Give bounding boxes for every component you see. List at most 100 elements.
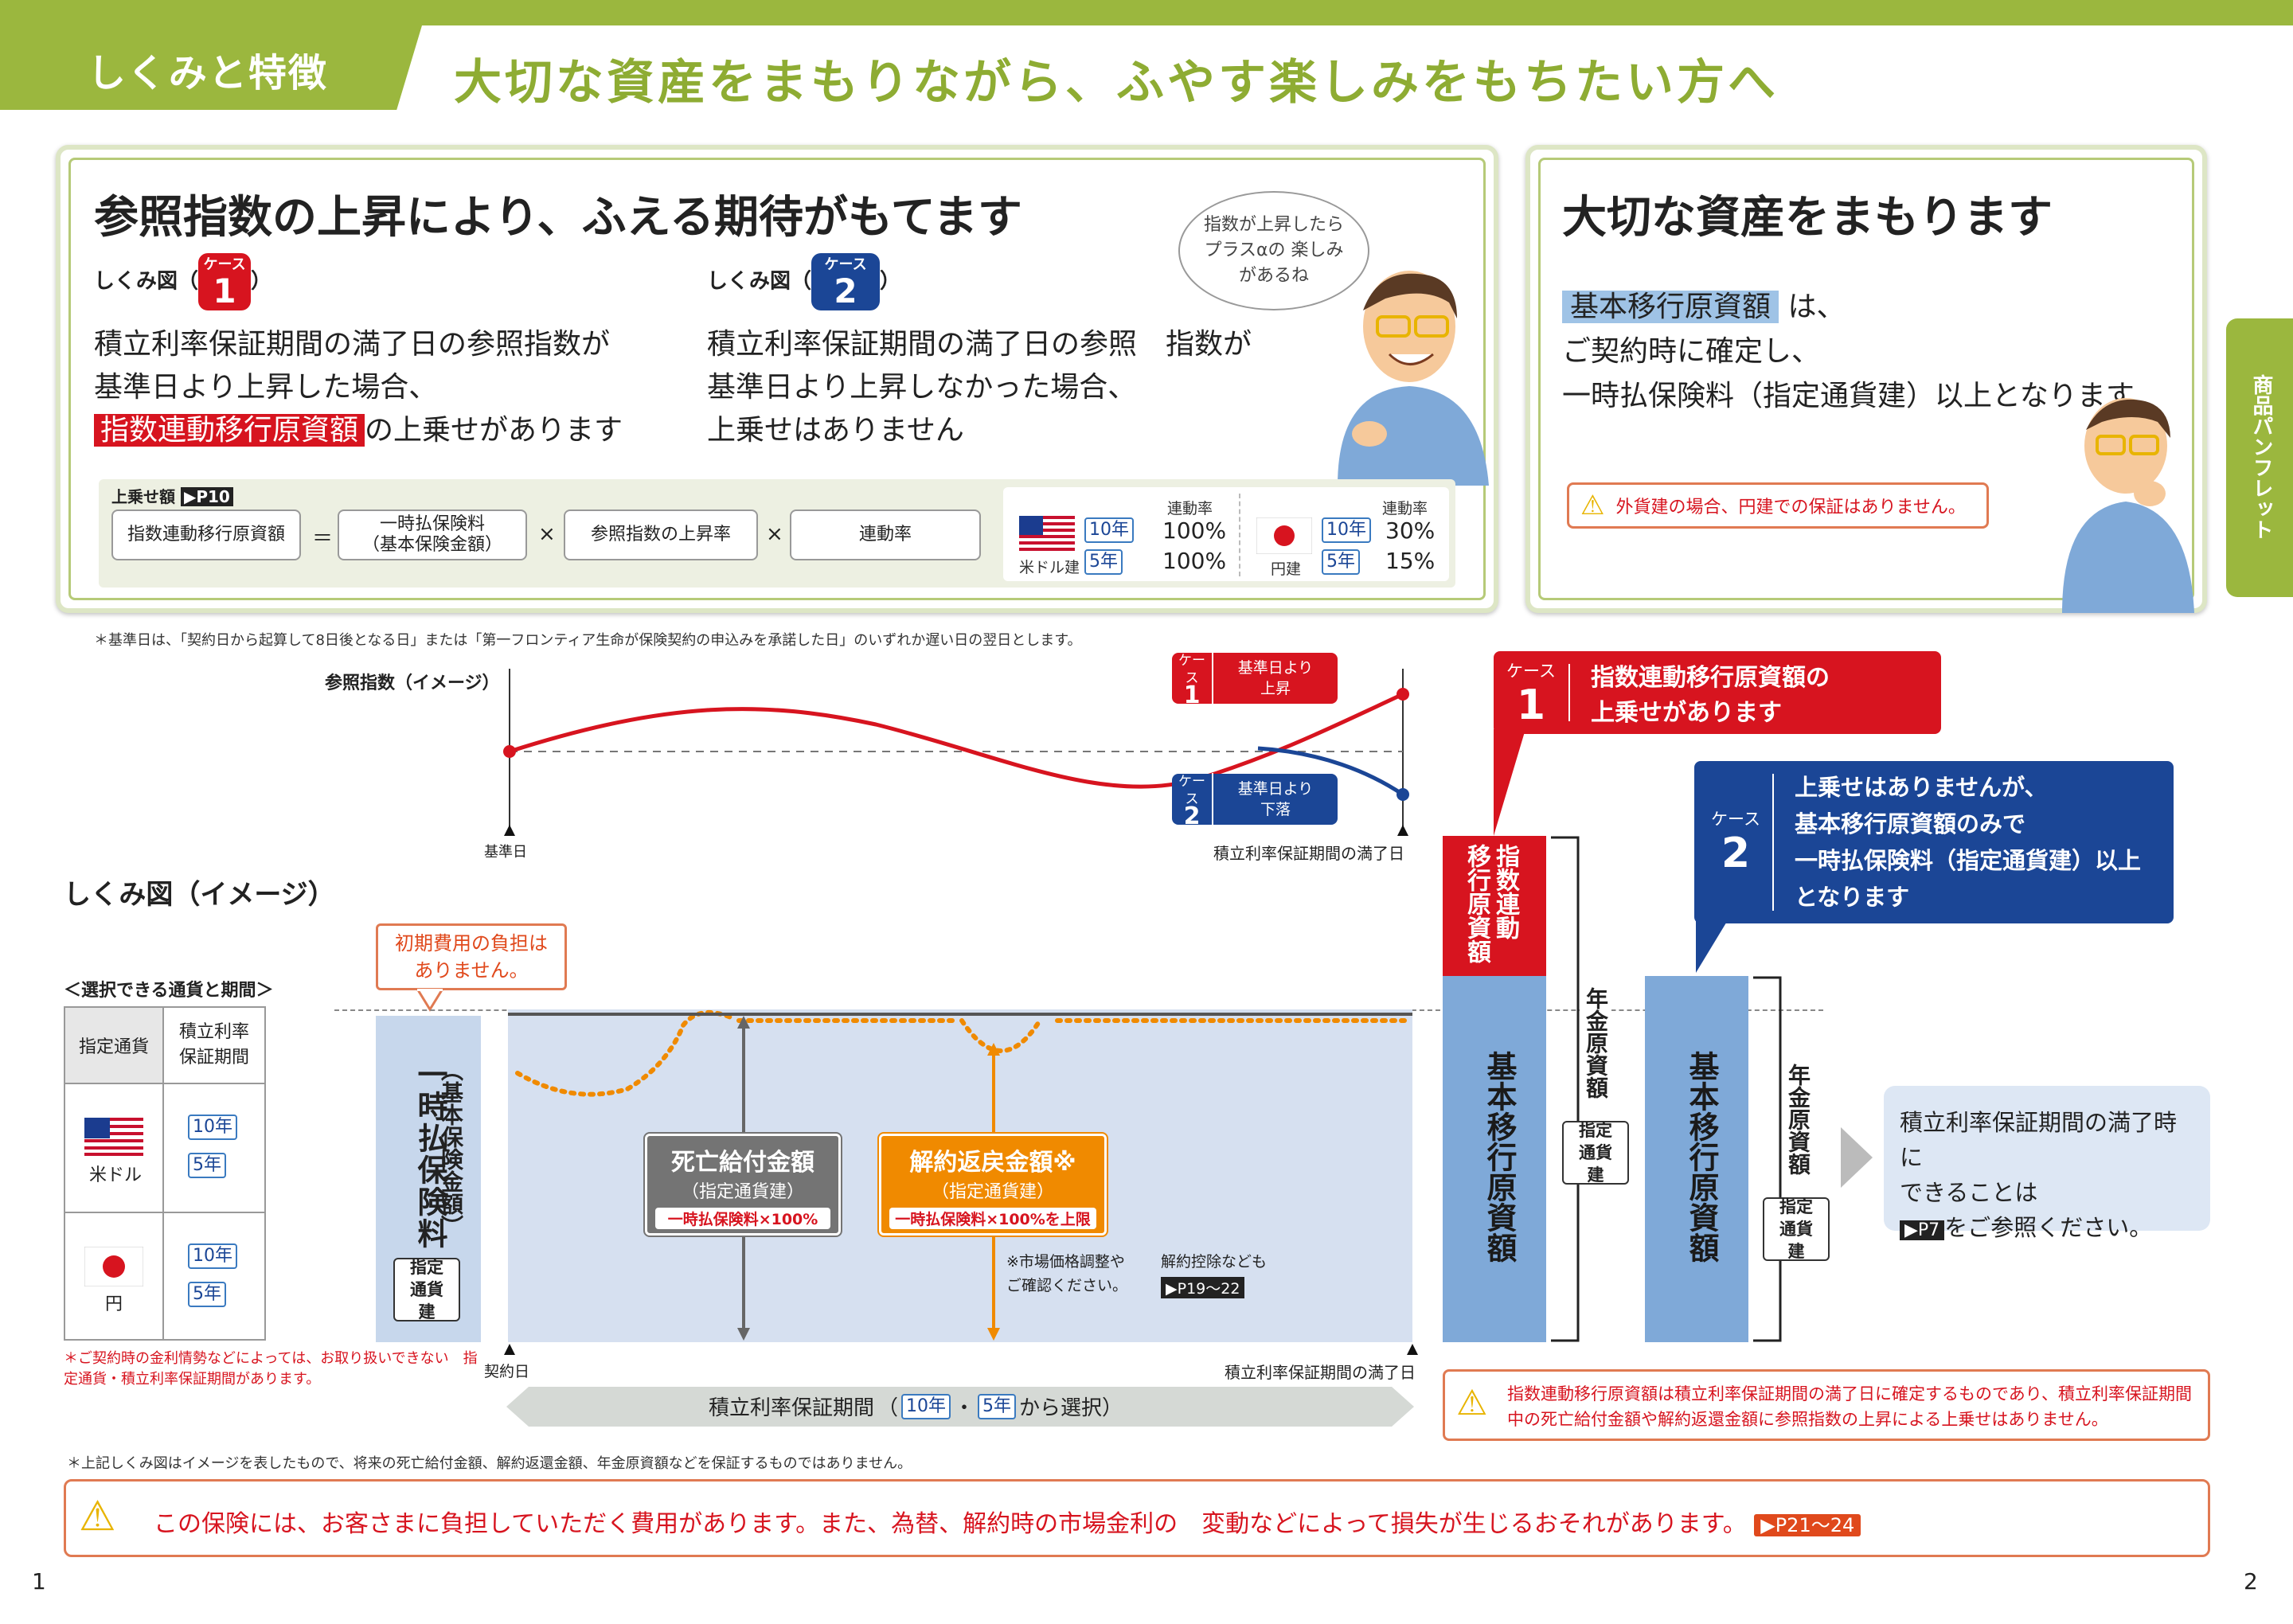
index-chart-ylabel: 参照指数（イメージ） (325, 673, 500, 693)
select-table-note: ＊ご契約時の金利情勢などによっては、お取り扱いできない 指定通貨・積立利率保証期… (64, 1350, 478, 1388)
premium-currency-tag: 指定 通貨建 (393, 1258, 460, 1321)
man-illustration-icon (1338, 271, 1489, 486)
pension-currency-tag-1: 指定 通貨建 (1562, 1121, 1629, 1185)
table-jpy-label: 円 (105, 1294, 123, 1314)
usd-10y: 10年 (1084, 517, 1134, 543)
pension-bracket-1 (1551, 836, 1580, 1342)
cost-warning: ⚠ この保険には、お客さまに負担していただく費用があります。また、為替、解約時の… (64, 1479, 2210, 1557)
case2-text: 積立利率保証期間の満了日の参照 指数が 基準日より上昇しなかった場合、 上乗せは… (707, 328, 1252, 447)
us-flag-icon (1019, 516, 1075, 551)
jpy-5y: 5年 (1322, 549, 1360, 575)
warning-icon: ⚠ (1580, 490, 1605, 521)
japan-flag-icon (84, 1247, 143, 1286)
base-amount-bar-1 (1443, 976, 1546, 1342)
formula-eq: ＝ (312, 527, 334, 551)
page-number-right: 2 (2244, 1568, 2258, 1595)
formula-rate-box: 参照指数の上昇率 (564, 509, 758, 560)
jpy-label: 円建 (1271, 560, 1302, 578)
formula-label: 上乗せ額 ▶P10 (111, 484, 233, 507)
rates-box (1003, 487, 1449, 581)
formula-x1: × (538, 522, 556, 546)
period-label: 積立利率保証期間（10年・5年から選択） (709, 1392, 1123, 1421)
us-flag-icon (84, 1118, 143, 1156)
table-usd-10y: 10年 (188, 1115, 237, 1140)
deduction-note: 解約控除なども (1161, 1253, 1268, 1271)
axis-markers (504, 1344, 1418, 1355)
guarantee-diagram (508, 1010, 1412, 1341)
warning-icon: ⚠ (1456, 1383, 1488, 1423)
pension-label-1: 年金原資額 (1580, 987, 1611, 1099)
base-amount-label-1: 基本移行原資額 (1482, 1051, 1517, 1263)
table-jpy-5y: 5年 (188, 1282, 226, 1307)
case2-pointer (1696, 920, 1728, 973)
formula-x2: × (766, 522, 783, 546)
cost-warning-text: この保険には、お客さまに負担していただく費用があります。また、為替、解約時の市場… (154, 1504, 1861, 1539)
usd-5y: 5年 (1084, 549, 1123, 575)
base-amount-label-2: 基本移行原資額 (1684, 1051, 1719, 1263)
base-amount-bar-2 (1645, 976, 1748, 1342)
select-table-caption: ＜選択できる通貨と期間＞ (64, 981, 274, 1001)
chevron-right-icon (1841, 1127, 1873, 1188)
period-arrow (506, 1387, 1414, 1427)
diagram-title: しくみ図（イメージ） (64, 879, 335, 911)
page-number-left: 1 (32, 1568, 46, 1595)
footnote-disclaimer: ＊上記しくみ図はイメージを表したもので、将来の死亡給付金額、解約返還金額、年金原… (67, 1455, 912, 1472)
axis-start: 契約日 (484, 1363, 530, 1380)
callout-pointer (416, 989, 444, 1012)
surrender-value-box: 解約返戻金額※ （指定通貨建） 一時払保険料×100%を上限 (877, 1132, 1108, 1237)
jpy-10y: 10年 (1322, 517, 1371, 543)
table-usd-5y: 5年 (188, 1153, 226, 1178)
table-usd-label: 米ドル (89, 1165, 143, 1185)
premium-sublabel: （基本保険金額） (438, 1059, 464, 1237)
left-panel-title: 参照指数の上昇により、ふえる期待がもてます (94, 192, 1022, 244)
pension-currency-tag-2: 指定 通貨建 (1763, 1197, 1830, 1261)
usd-10y-rate: 100% (1162, 517, 1227, 544)
index-chart-end: 積立利率保証期間の満了日 (1213, 844, 1404, 863)
axis-end: 積立利率保証期間の満了日 (1225, 1363, 1416, 1382)
pension-label-2: 年金原資額 (1782, 1064, 1814, 1175)
initial-cost-note: 初期費用の負担は ありません。 (376, 923, 567, 990)
case1-pointer (1494, 729, 1525, 836)
speech-bubble: 指数が上昇したら プラスαの 楽しみがあるね (1178, 191, 1369, 310)
usd-5y-rate: 100% (1162, 548, 1227, 574)
index-chart-start: 基準日 (484, 844, 527, 861)
market-adjust-note: ※市場価格調整や ご確認ください。 (1006, 1253, 1128, 1294)
case2-line (1257, 746, 1404, 797)
page-headline: 大切な資産をまもりながら、ふやす楽しみをもちたい方へ (454, 55, 1779, 111)
death-benefit-box: 死亡給付金額 （指定通貨建） 一時払保険料×100% (643, 1132, 842, 1237)
premium-label: 一時払保険料 (412, 1059, 447, 1250)
formula-link-box: 連動率 (790, 509, 981, 560)
index-linked-bar (1443, 836, 1546, 976)
section-tab-label: しくみと特徴 (88, 51, 328, 96)
jpy-10y-rate: 30% (1385, 517, 1436, 544)
header-bar (0, 0, 2293, 25)
right-panel-text: 基本移行原資額 は、 ご契約時に確定し、 一時払保険料（指定通貨建）以上となりま… (1562, 291, 2135, 412)
usd-label: 米ドル建 (1019, 559, 1080, 576)
usd-rate-head: 連動率 (1167, 500, 1213, 517)
jpy-5y-rate: 15% (1385, 548, 1436, 574)
index-warning: ⚠ 指数連動移行原資額は積立利率保証期間の満了日に確定するものであり、積立利率保… (1443, 1369, 2210, 1441)
footnote-base-date: ＊基準日は、「契約日から起算して8日後となる日」または「第一フロンティア生命が保… (94, 632, 1082, 649)
table-jpy-10y: 10年 (188, 1243, 237, 1269)
section-tab (0, 25, 422, 110)
right-panel-title: 大切な資産をまもります (1562, 192, 2053, 244)
case1-line (509, 692, 1404, 789)
index-linked-label: 指数連動 移行原資額 (1463, 844, 1519, 963)
pension-bracket-2 (1753, 976, 1782, 1342)
deduction-ref[interactable]: ▶P19〜22 (1161, 1277, 1245, 1298)
formula-premium-box: 一時払保険料（基本保険金額） (338, 509, 527, 560)
man-thinking-icon (2062, 398, 2194, 613)
rates-divider (1239, 494, 1240, 576)
side-tab[interactable] (2226, 318, 2293, 597)
jpy-rate-head: 連動率 (1382, 500, 1428, 517)
side-tab-label: 商品パンフレット (2249, 374, 2273, 540)
index-chart (503, 669, 1409, 836)
case1-text: 積立利率保証期間の満了日の参照指数が 基準日より上昇した場合、 指数連動移行原資… (94, 328, 623, 447)
